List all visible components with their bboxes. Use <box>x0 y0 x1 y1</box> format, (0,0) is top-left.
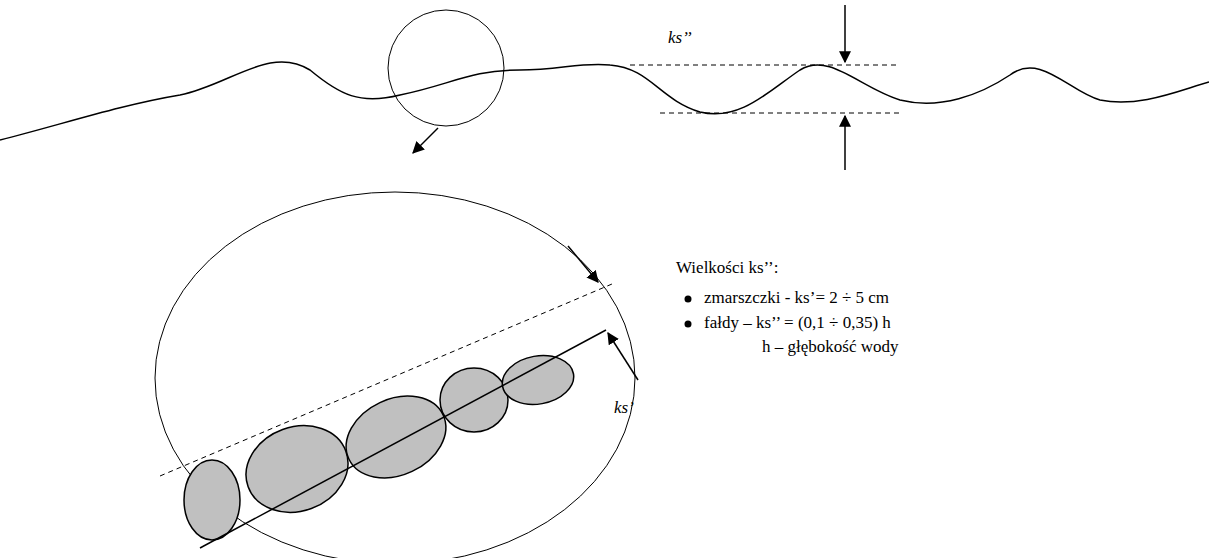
zoom-arrow <box>413 128 438 153</box>
list-item: fałdy – ks’’ = (0,1 ÷ 0,35) h <box>704 313 891 333</box>
bullet <box>685 296 692 303</box>
bed-line <box>200 330 606 548</box>
dimension-arrow <box>568 246 598 282</box>
dimension-arrow <box>608 333 638 380</box>
list-heading: Wielkości ks’’: <box>676 258 778 278</box>
dimension-line <box>660 113 900 114</box>
dimension-arrow <box>844 116 846 170</box>
dimension-arrow <box>844 5 846 62</box>
detail-circle <box>155 192 635 558</box>
detail-circle <box>388 10 504 126</box>
bullet <box>685 321 692 328</box>
dimension-line <box>630 65 900 66</box>
roughness-label: ks’’ <box>668 28 692 48</box>
roughness-label: ks’ <box>614 398 634 418</box>
grains <box>184 350 578 540</box>
bed-profile <box>0 62 1209 140</box>
grain-top-line <box>160 284 612 476</box>
list-item: zmarszczki - ks’= 2 ÷ 5 cm <box>704 288 889 308</box>
note: h – głębokość wody <box>762 337 898 357</box>
